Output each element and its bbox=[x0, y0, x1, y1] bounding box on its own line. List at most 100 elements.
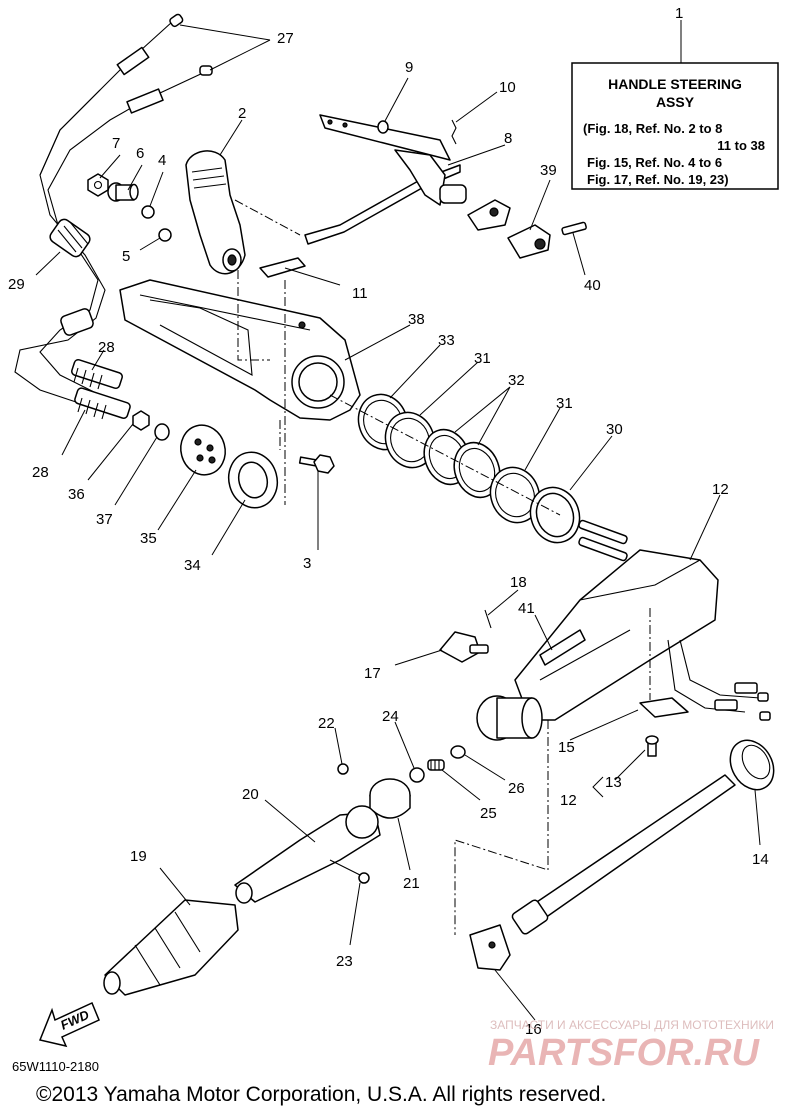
washer-37 bbox=[154, 423, 170, 441]
leader-lines bbox=[35, 24, 761, 1021]
drawing-code: 65W1110-2180 bbox=[12, 1059, 99, 1074]
cable-ends-right bbox=[667, 639, 771, 721]
ref-label: 11 bbox=[352, 285, 368, 302]
watermark: ЗАПЧАСТИ И АКСЕССУАРЫ ДЛЯ МОТОТЕХНИКИ PA… bbox=[488, 1018, 774, 1074]
ref-label: 27 bbox=[277, 30, 294, 47]
ref-label: 24 bbox=[382, 708, 399, 725]
assembly-centerlines bbox=[234, 199, 651, 935]
fwd-arrow-icon: FWD bbox=[38, 1001, 100, 1048]
pin-10 bbox=[451, 119, 457, 145]
washer-24 bbox=[409, 767, 425, 783]
grommet-34 bbox=[227, 451, 279, 509]
screw-23 bbox=[329, 859, 370, 884]
steering-bracket-12 bbox=[476, 519, 719, 741]
spring-25 bbox=[427, 759, 445, 771]
handle-body-38 bbox=[119, 279, 361, 421]
screw-13 bbox=[645, 735, 659, 757]
cam-39 bbox=[507, 224, 551, 259]
washer-31b bbox=[489, 466, 541, 524]
ref-label: 39 bbox=[540, 162, 557, 179]
washer-4 bbox=[141, 205, 155, 219]
ref-label: 36 bbox=[68, 486, 85, 503]
ref-label: 7 bbox=[112, 135, 120, 152]
info-box-line: Fig. 17, Ref. No. 19, 23) bbox=[587, 172, 729, 187]
ref-label: 41 bbox=[518, 600, 535, 617]
steering-lever-2 bbox=[185, 150, 246, 275]
cable-sleeve bbox=[49, 218, 91, 258]
info-box-line: (Fig. 18, Ref. No. 2 to 8 bbox=[583, 121, 722, 136]
ref-label: 8 bbox=[504, 130, 512, 147]
label-11 bbox=[259, 257, 306, 278]
ref-label: 21 bbox=[403, 875, 420, 892]
ref-label: 26 bbox=[508, 780, 525, 797]
ref-label: 12 bbox=[560, 792, 577, 809]
ref-label: 1 bbox=[675, 5, 683, 22]
assembly-info-box: HANDLE STEERING ASSY (Fig. 18, Ref. No. … bbox=[571, 20, 779, 190]
wave-washer-32 bbox=[423, 428, 501, 499]
nut-26 bbox=[450, 745, 466, 759]
reference-numbers: 1 2 3 4 5 6 7 8 9 10 11 12 12 13 14 15 1… bbox=[8, 5, 769, 1038]
ref-label: 37 bbox=[96, 511, 113, 528]
ref-label: 25 bbox=[480, 805, 497, 822]
ref-label: 34 bbox=[184, 557, 201, 574]
ref-label: 15 bbox=[558, 739, 575, 756]
ref-label: 40 bbox=[584, 277, 601, 294]
ref-label: 20 bbox=[242, 786, 259, 803]
washer-9 bbox=[377, 120, 389, 134]
ref-label: 33 bbox=[438, 332, 455, 349]
watermark-logo: PARTSFOR.RU bbox=[488, 1032, 760, 1074]
throttle-cables bbox=[14, 13, 213, 420]
ref-label: 18 bbox=[510, 574, 527, 591]
copyright-notice: ©2013 Yamaha Motor Corporation, U.S.A. A… bbox=[36, 1083, 606, 1106]
throttle-shaft-20 bbox=[234, 805, 381, 904]
ref-label: 23 bbox=[336, 953, 353, 970]
info-box-line: Fig. 15, Ref. No. 4 to 6 bbox=[587, 155, 722, 170]
ref-label: 28 bbox=[98, 339, 115, 356]
ref-label: 9 bbox=[405, 59, 413, 76]
ref-label: 31 bbox=[474, 350, 491, 367]
nut-7 bbox=[87, 173, 109, 197]
ref-label: 38 bbox=[408, 311, 425, 328]
bolt-3 bbox=[298, 454, 335, 474]
ref-label: 29 bbox=[8, 276, 25, 293]
ref-label: 28 bbox=[32, 464, 49, 481]
steering-shaft-14 bbox=[511, 739, 775, 935]
watermark-tagline: ЗАПЧАСТИ И АКСЕССУАРЫ ДЛЯ МОТОТЕХНИКИ bbox=[490, 1018, 774, 1032]
ref-label: 32 bbox=[508, 372, 525, 389]
ref-label: 31 bbox=[556, 395, 573, 412]
throttle-grip-19 bbox=[103, 899, 239, 996]
ref-label: 5 bbox=[122, 248, 130, 265]
bushing-30 bbox=[529, 486, 581, 544]
ref-label: 35 bbox=[140, 530, 157, 547]
info-box-title-assy: ASSY bbox=[656, 94, 695, 110]
ref-label: 3 bbox=[303, 555, 311, 572]
plate-15 bbox=[639, 697, 689, 718]
plate-41 bbox=[539, 629, 586, 666]
o-ring-5 bbox=[158, 228, 172, 242]
shift-rod-8 bbox=[304, 114, 467, 245]
pin-18 bbox=[484, 609, 492, 629]
washer-31a bbox=[384, 411, 436, 469]
ref-label: 14 bbox=[752, 851, 769, 868]
clamp-16 bbox=[469, 924, 511, 971]
ref-label: 13 bbox=[605, 774, 622, 791]
info-box-line: 11 to 38 bbox=[717, 138, 765, 153]
plate-35 bbox=[180, 424, 226, 476]
nut-36 bbox=[132, 410, 150, 431]
ref-label: 12 bbox=[712, 481, 729, 498]
ref-label: 4 bbox=[158, 152, 166, 169]
ref-label: 2 bbox=[238, 105, 246, 122]
ref-label: 19 bbox=[130, 848, 147, 865]
collar-6 bbox=[107, 182, 139, 202]
pin-40 bbox=[561, 221, 587, 236]
collar-21 bbox=[369, 778, 411, 819]
screw-22 bbox=[337, 763, 349, 775]
ref-label: 16 bbox=[525, 1021, 542, 1038]
ref-label: 22 bbox=[318, 715, 335, 732]
ref-label: 17 bbox=[364, 665, 381, 682]
ref-label: 10 bbox=[499, 79, 516, 96]
friction-knob-17 bbox=[439, 631, 489, 663]
info-box-title: HANDLE STEERING bbox=[608, 76, 742, 92]
ref-label: 30 bbox=[606, 421, 623, 438]
